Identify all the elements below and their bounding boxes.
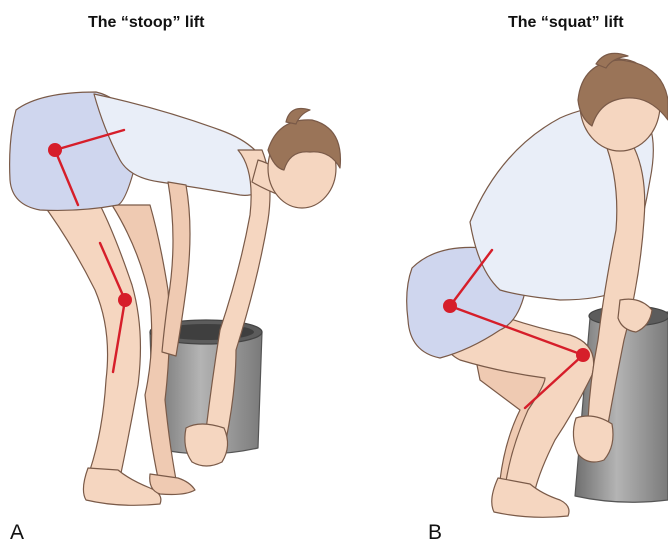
head-b bbox=[578, 53, 668, 151]
hand-b bbox=[573, 416, 613, 462]
squat-figure bbox=[407, 53, 668, 517]
panel-label-a: A bbox=[10, 521, 24, 545]
hand-a bbox=[185, 424, 228, 466]
panel-label-b: B bbox=[428, 521, 442, 545]
hip-joint-marker-a bbox=[48, 143, 62, 157]
knee-joint-marker-b bbox=[576, 348, 590, 362]
hip-joint-marker-b bbox=[443, 299, 457, 313]
head-a bbox=[268, 109, 340, 209]
knee-joint-marker-a bbox=[118, 293, 132, 307]
foot-b bbox=[492, 478, 569, 517]
foot-front-a bbox=[83, 468, 160, 505]
foot-back-a bbox=[150, 474, 195, 495]
leg-front-a bbox=[40, 200, 140, 478]
